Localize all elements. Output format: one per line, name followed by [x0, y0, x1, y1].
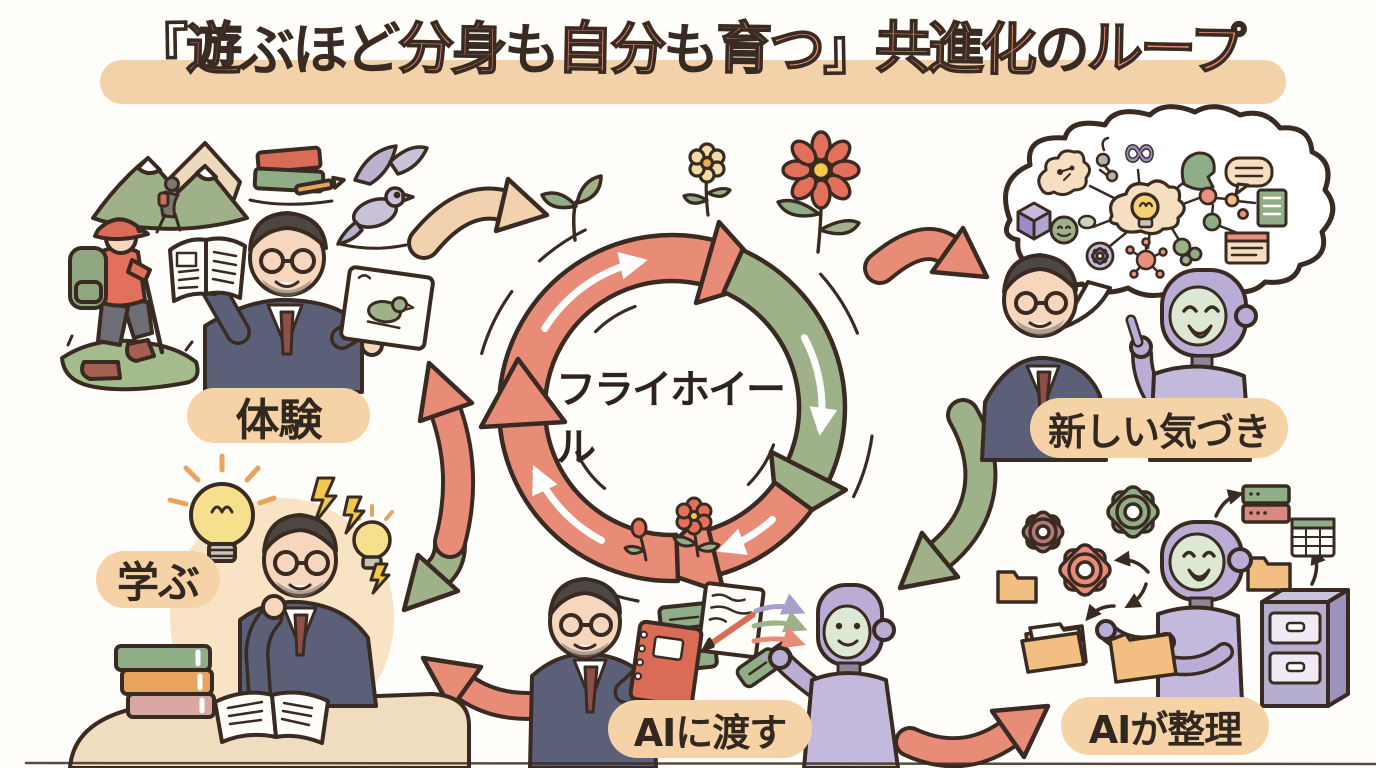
- title-segment: 共進化: [874, 15, 1036, 85]
- gear-icon-salmon: [1058, 543, 1112, 597]
- document-icon: [1256, 188, 1288, 228]
- title-segment: ぶほど: [238, 16, 399, 85]
- white-motion-arrows: [532, 251, 838, 555]
- label-experience: 体験: [187, 388, 370, 446]
- hand-to-learn-arrow: [420, 655, 543, 721]
- flywheel: [478, 130, 874, 603]
- smiley-icon: [1049, 214, 1097, 245]
- title-segment: 遊: [185, 16, 241, 84]
- open-book-icon: [168, 236, 247, 303]
- bird-card-icon: [339, 265, 435, 351]
- folder-icon: [996, 570, 1038, 604]
- trail-hiker-icon: [155, 176, 182, 234]
- lightbulb-icon: [167, 453, 277, 563]
- molecule-icon: [1172, 237, 1203, 267]
- speech-bubble-icon: [1224, 156, 1274, 196]
- head-profile-icon: [1180, 151, 1216, 191]
- title-segment: 分身: [397, 15, 506, 84]
- title-segment: 自分: [556, 15, 665, 84]
- pen-icon: [702, 611, 756, 652]
- title-segment: も: [662, 17, 717, 84]
- mini-cloud-icon: [1037, 149, 1091, 197]
- organizer-robot: [1095, 520, 1253, 710]
- yellow-flower-icon: [682, 142, 732, 217]
- infinity-icon: ∞: [1122, 127, 1157, 176]
- sprout-icon: [540, 174, 603, 242]
- gear-icon-bubble: [1085, 241, 1115, 271]
- books-icon: [248, 145, 346, 206]
- filing-cabinet-icon: [1260, 588, 1350, 708]
- gear-icon-maroon: [1021, 510, 1065, 554]
- learn-up-down-arrow: [401, 360, 476, 613]
- ring-arrowhead-left: [478, 356, 568, 430]
- small-flower-icon: [672, 496, 721, 558]
- label-learn: 学ぶ: [96, 551, 220, 608]
- pencil-icon: [294, 175, 346, 196]
- open-notebook-icon: [213, 690, 330, 745]
- title-segment: 『: [132, 17, 187, 84]
- insights-down-arrow: [897, 398, 998, 591]
- folder-icon-2: [1246, 556, 1292, 592]
- node-pair-icon: [1095, 136, 1119, 183]
- spreadsheet-icon: [1290, 517, 1336, 558]
- red-flower-icon: [776, 130, 861, 254]
- books-stack-icon: [114, 644, 216, 719]
- scene-experience: [60, 141, 435, 394]
- hand-to-organize-arrow: [894, 703, 1051, 768]
- gear-icon-green: [1106, 485, 1160, 539]
- title-segment: の: [1033, 17, 1088, 84]
- experience-to-flywheel-arrow: [407, 176, 550, 260]
- server-stack-icon: [1241, 484, 1291, 524]
- label-new-insights: 新しい気づき: [1030, 398, 1288, 458]
- bird-icon: [336, 144, 429, 250]
- open-folder-icon: [1020, 622, 1088, 674]
- red-notebook-icon: [628, 619, 704, 709]
- bottom-border-line: [24, 761, 1376, 766]
- title-segment: 』: [821, 17, 876, 84]
- label-ai-organizes: AIが整理: [1061, 697, 1269, 755]
- thinking-man: [238, 513, 378, 713]
- idea-lightbulb-icon: [1108, 179, 1186, 236]
- hiker: [60, 217, 222, 392]
- title-segment: 育つ: [715, 15, 824, 84]
- browser-icon: [1224, 231, 1270, 265]
- title-segment: ループ: [1086, 15, 1245, 85]
- nodes-chain-icon: [1198, 186, 1249, 232]
- cube-icon: [1016, 201, 1052, 241]
- network-node-icon: [1125, 237, 1168, 279]
- lightning-bolt-icons: [310, 476, 391, 595]
- scene-learn: [68, 453, 471, 768]
- page-title: 『遊ぶほど分身も自分も育つ』共進化のループ: [0, 15, 1376, 85]
- title-segment: も: [503, 17, 558, 84]
- label-hand-to-ai: AIに渡す: [608, 700, 812, 758]
- flower-bud-icon: [623, 517, 648, 562]
- flywheel-to-insights-arrow: [863, 225, 990, 285]
- scene-ai-organizes: [996, 484, 1350, 710]
- reading-man: [168, 211, 435, 394]
- receiving-robot: [768, 583, 900, 768]
- note-paper-icon: [696, 581, 766, 659]
- flywheel-center-label: フライホイール: [556, 367, 786, 471]
- title-highlight: [100, 60, 1286, 104]
- small-lightbulb-icon: [350, 504, 394, 570]
